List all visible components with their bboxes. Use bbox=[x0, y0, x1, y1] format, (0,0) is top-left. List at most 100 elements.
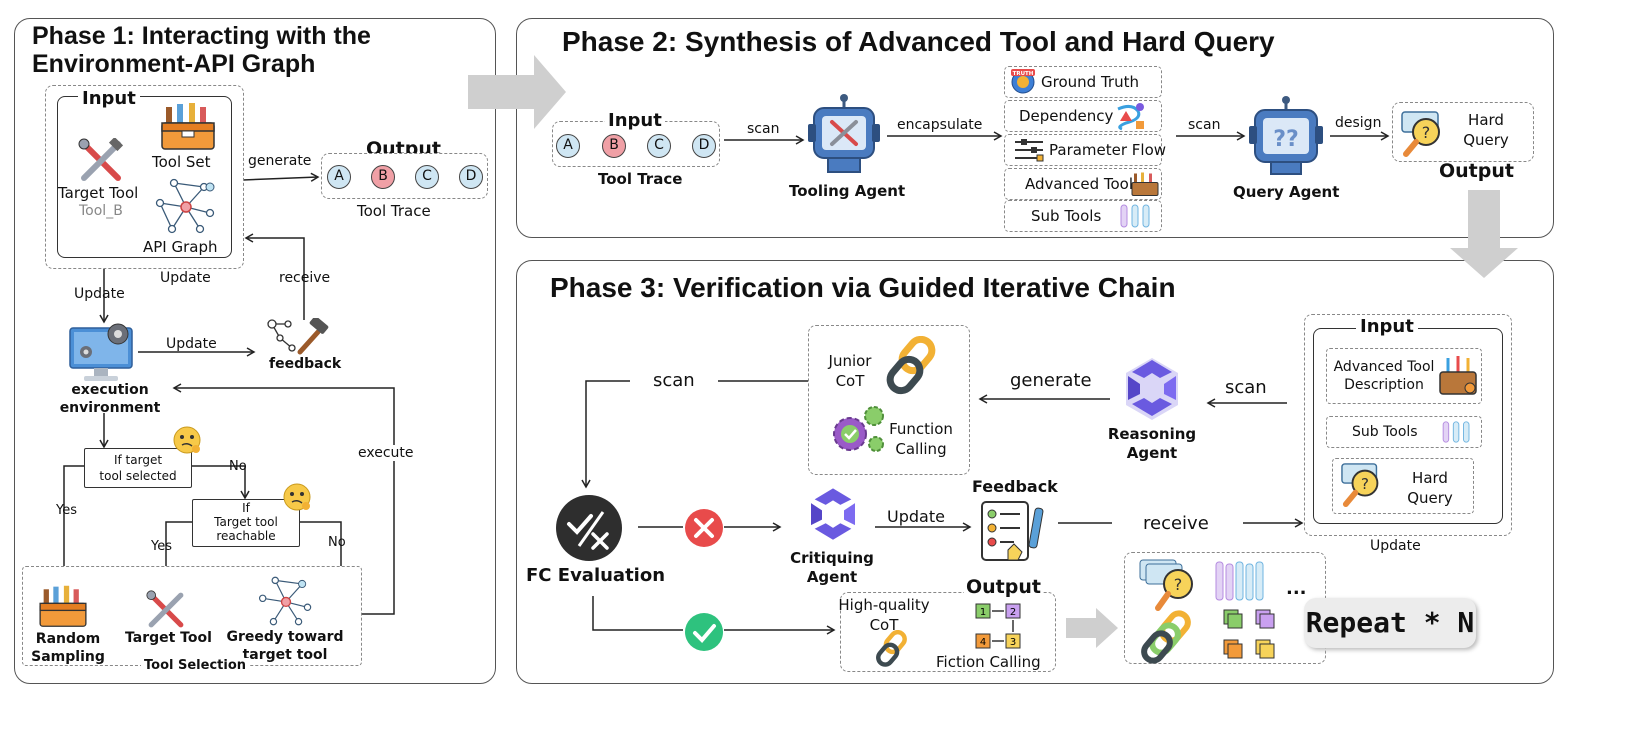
p1-target-tool-bottom: Target Tool bbox=[125, 630, 212, 646]
p3-input-label: Input bbox=[1356, 316, 1418, 337]
p3-reasoning-agent: Reasoning Agent bbox=[1108, 425, 1196, 463]
robot-query-icon: ?? bbox=[1247, 96, 1325, 180]
tubes-stack-icon bbox=[1214, 560, 1264, 604]
mini-num-4: 4 bbox=[980, 637, 986, 648]
p3-scan-right: scan bbox=[1225, 377, 1267, 398]
check-icon bbox=[684, 612, 724, 652]
p3-fiction-calling: Fiction Calling bbox=[936, 653, 1041, 671]
p2-stack-dependency: Dependency bbox=[1004, 100, 1162, 132]
p1-random-line1: Random bbox=[35, 631, 101, 647]
p3-function-line1: Function bbox=[889, 420, 953, 438]
p1-node-c: C bbox=[415, 165, 439, 189]
phase1-title-line2: Environment-API Graph bbox=[32, 50, 316, 78]
p1-greedy-line1: Greedy toward bbox=[226, 629, 344, 645]
thinking-emoji-icon bbox=[172, 425, 202, 455]
p1-tool-b: Tool_B bbox=[79, 203, 123, 219]
p2-node-c: C bbox=[647, 134, 671, 158]
tubes-icon-p3 bbox=[1440, 420, 1474, 444]
svg-text:??: ?? bbox=[1273, 127, 1299, 152]
p1-update-top: Update bbox=[160, 270, 211, 286]
p3-hard-query-line2: Query bbox=[1407, 489, 1453, 507]
sliders-icon bbox=[1013, 137, 1045, 163]
p3-hq-cot: High-quality CoT bbox=[838, 595, 929, 635]
p3-critiquing-line2: Agent bbox=[806, 568, 858, 586]
checklist-icon bbox=[978, 498, 1048, 564]
p1-no2: No bbox=[328, 535, 346, 550]
p2-output-label: Output bbox=[1439, 160, 1514, 182]
p2-input-label: Input bbox=[605, 110, 665, 131]
svg-text:TRUTH: TRUTH bbox=[1013, 71, 1034, 77]
p3-update-right: Update bbox=[1370, 538, 1421, 554]
p3-reasoning-line2: Agent bbox=[1126, 444, 1178, 462]
p3-sub-tools: Sub Tools bbox=[1352, 424, 1418, 440]
p1-input-label: Input bbox=[78, 88, 140, 109]
phase3-title: Phase 3: Verification via Guided Iterati… bbox=[550, 272, 1176, 303]
p2-design: design bbox=[1335, 115, 1382, 131]
p1-api-graph: API Graph bbox=[143, 238, 218, 256]
p3-function-line2: Calling bbox=[895, 440, 947, 458]
agent-logo-icon bbox=[1116, 356, 1188, 422]
robot-icon bbox=[806, 94, 882, 180]
svg-text:?: ? bbox=[1422, 123, 1431, 142]
p2-tool-trace: Tool Trace bbox=[598, 170, 683, 188]
p3-junior-cot: Junior CoT bbox=[829, 351, 872, 391]
p1-execute: execute bbox=[358, 445, 414, 461]
p2-ground-truth-label: Ground Truth bbox=[1041, 73, 1139, 91]
svg-text:?: ? bbox=[1174, 575, 1183, 594]
mini-num-1: 1 bbox=[980, 607, 986, 618]
p1-node-a: A bbox=[327, 165, 351, 189]
p1-target-tool: Target Tool bbox=[58, 184, 139, 202]
toolbox-icon bbox=[160, 101, 216, 151]
svg-text:?: ? bbox=[1361, 475, 1369, 493]
p3-hard-query-line1: Hard bbox=[1412, 469, 1448, 487]
p3-function-calling: Function Calling bbox=[889, 419, 953, 459]
p2-node-d: D bbox=[692, 134, 716, 158]
p2-hard-query-line2: Query bbox=[1463, 131, 1509, 149]
p2-sub-tools-label: Sub Tools bbox=[1031, 207, 1102, 225]
phase1-title: Phase 1: Interacting with the Environmen… bbox=[32, 22, 371, 78]
magnifier-question-icon: ? bbox=[1400, 110, 1450, 158]
p3-adv-desc: Advanced Tool Description bbox=[1334, 358, 1435, 394]
p1-tool-selection: Tool Selection bbox=[141, 658, 250, 673]
p1-exec-env-line1: execution bbox=[71, 382, 149, 398]
p1-node-b: B bbox=[371, 165, 395, 189]
toolbox-icon-small bbox=[38, 584, 88, 628]
p2-scan1: scan bbox=[747, 121, 780, 137]
p2-node-b: B bbox=[602, 134, 626, 158]
p1-generate: generate bbox=[248, 153, 312, 169]
hammer-icon bbox=[266, 316, 330, 356]
monitor-gear-icon bbox=[68, 322, 138, 384]
p1-if-reachable-line3: reachable bbox=[216, 529, 276, 543]
p3-generate: generate bbox=[1010, 370, 1092, 391]
mini-flow-icon: 1 2 3 4 bbox=[974, 602, 1026, 652]
crossed-tools-icon bbox=[78, 136, 124, 184]
p2-tooling-agent: Tooling Agent bbox=[789, 182, 906, 200]
p3-junior-line1: Junior bbox=[828, 352, 872, 370]
mini-num-3: 3 bbox=[1010, 637, 1016, 648]
p1-if-selected: If target tool selected bbox=[99, 452, 176, 484]
p2-hard-query-line1: Hard bbox=[1468, 111, 1504, 129]
chain-icon-small bbox=[874, 629, 914, 668]
p1-if-reachable-line2: Target tool bbox=[214, 515, 278, 529]
p2-advanced-tool-label: Advanced Tool bbox=[1025, 175, 1133, 193]
chain-stack-icon bbox=[1140, 610, 1206, 664]
p1-random-line2: Sampling bbox=[31, 649, 105, 665]
cross-icon bbox=[684, 508, 724, 548]
agent-logo-icon-2 bbox=[800, 484, 866, 546]
p3-junior-box bbox=[808, 325, 970, 475]
thinking-emoji-icon-2 bbox=[282, 482, 312, 512]
api-graph-icon bbox=[154, 177, 218, 235]
toolbox-icon-p3 bbox=[1438, 354, 1478, 396]
p1-update-left: Update bbox=[74, 286, 125, 302]
p1-decision-reachable bbox=[192, 499, 300, 547]
p3-fc-evaluation: FC Evaluation bbox=[526, 565, 666, 586]
p1-if-reachable-line1: If bbox=[242, 501, 250, 515]
p1-if-reachable: If Target tool reachable bbox=[214, 501, 278, 543]
toolbox-icon-stack bbox=[1131, 171, 1159, 197]
p2-encapsulate: encapsulate bbox=[897, 117, 983, 133]
mini-num-2: 2 bbox=[1010, 607, 1016, 618]
gears-icon bbox=[828, 404, 886, 456]
p1-greedy-line2: target tool bbox=[242, 647, 328, 663]
p1-feedback: feedback bbox=[269, 356, 342, 372]
p1-yes2: Yes bbox=[151, 539, 172, 554]
